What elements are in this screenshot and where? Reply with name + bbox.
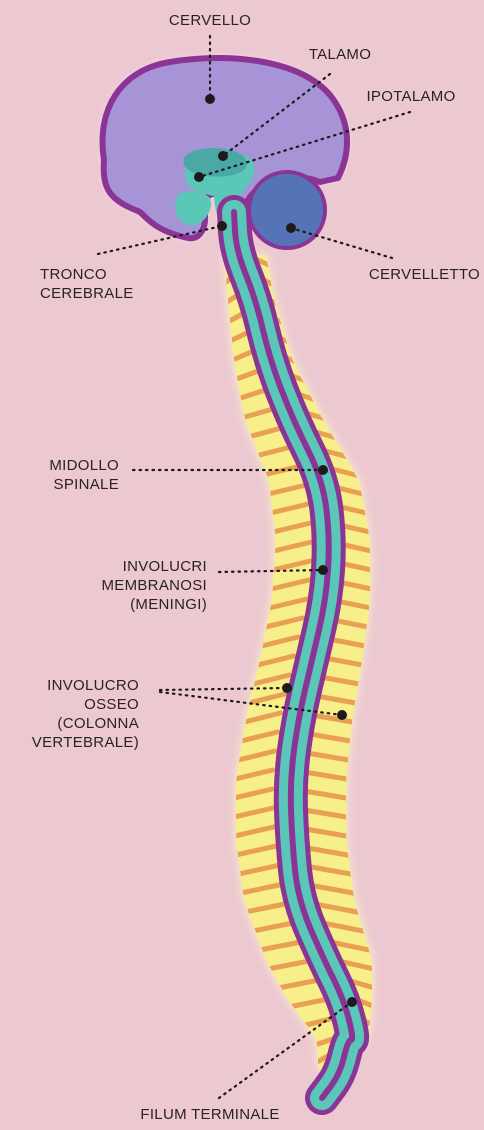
label-cervello: CERVELLO: [160, 11, 260, 30]
cerebellum: [249, 172, 325, 248]
label-line: TALAMO: [295, 45, 385, 64]
label-line: CERVELLO: [160, 11, 260, 30]
label-line: INVOLUCRI: [60, 557, 207, 576]
label-talamo: TALAMO: [295, 45, 385, 64]
label-line: OSSEO: [12, 695, 139, 714]
label-line: CERVELLETTO: [354, 265, 480, 284]
label-midollo-spinale: MIDOLLO SPINALE: [20, 456, 119, 494]
label-line: MEMBRANOSI: [60, 576, 207, 595]
label-ipotalamo: IPOTALAMO: [350, 87, 472, 106]
dot-ipotalamo: [194, 172, 204, 182]
label-line: INVOLUCRO: [12, 676, 139, 695]
label-line: VERTEBRALE): [12, 733, 139, 752]
label-line: IPOTALAMO: [350, 87, 472, 106]
dot-osseo-1: [282, 683, 292, 693]
label-line: FILUM TERMINALE: [110, 1105, 310, 1124]
label-involucri-membranosi: INVOLUCRI MEMBRANOSI (MENINGI): [60, 557, 207, 614]
dot-talamo: [218, 151, 228, 161]
dot-tronco: [217, 221, 227, 231]
label-line: (MENINGI): [60, 595, 207, 614]
label-line: SPINALE: [20, 475, 119, 494]
dot-midollo: [318, 465, 328, 475]
dot-cervello: [205, 94, 215, 104]
dot-involucri: [318, 565, 328, 575]
label-line: MIDOLLO: [20, 456, 119, 475]
dot-cervelletto: [286, 223, 296, 233]
label-cervelletto: CERVELLETTO: [354, 265, 480, 284]
label-line: (COLONNA: [12, 714, 139, 733]
label-line: CEREBRALE: [40, 284, 134, 303]
label-line: TRONCO: [40, 265, 134, 284]
label-filum-terminale: FILUM TERMINALE: [110, 1105, 310, 1124]
label-involucro-osseo: INVOLUCRO OSSEO (COLONNA VERTEBRALE): [12, 676, 139, 752]
label-tronco-cerebrale: TRONCO CEREBRALE: [40, 265, 134, 303]
dot-osseo-2: [337, 710, 347, 720]
dot-filum: [347, 997, 357, 1007]
